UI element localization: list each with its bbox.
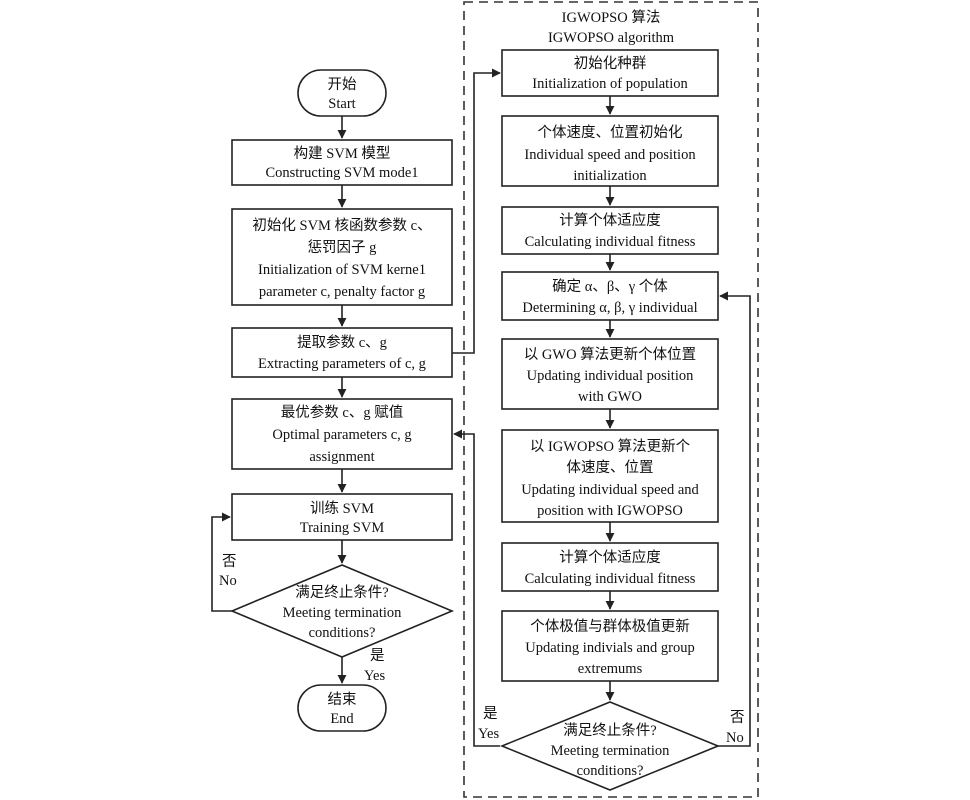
svg-text:满足终止条件?: 满足终止条件? [295,584,388,601]
igwopso-update-box: 以 IGWOPSO 算法更新个 体速度、位置 Updating individu… [501,429,719,523]
svg-text:with GWO: with GWO [578,389,642,405]
svg-text:extremums: extremums [578,661,643,677]
start-terminal: 开始 Start [297,69,387,117]
svg-text:initialization: initialization [573,168,647,184]
determine-individuals-box: 确定 α、β、γ 个体 Determining α, β, γ individu… [501,271,719,321]
svg-text:个体速度、位置初始化: 个体速度、位置初始化 [538,124,683,141]
arrow-left-no-loop [211,512,232,612]
frame-title-en: IGWOPSO algorithm [548,30,675,46]
right-yes-label-cn: 是 [483,706,498,722]
svg-text:Updating indivials and group: Updating indivials and group [525,640,695,656]
svg-text:Calculating individual fitness: Calculating individual fitness [525,571,696,587]
svg-text:惩罚因子 g: 惩罚因子 g [308,239,377,256]
frame-title-cn: IGWOPSO 算法 [562,9,661,26]
right-no-label-cn: 否 [730,710,745,726]
svg-text:Constructing SVM mode1: Constructing SVM mode1 [265,165,418,181]
left-no-label-cn: 否 [222,554,237,570]
left-termination-decision: 满足终止条件? Meeting termination conditions? [229,564,455,658]
extract-params-box: 提取参数 c、g Extracting parameters of c, g [231,327,453,378]
right-termination-decision: 满足终止条件? Meeting termination conditions? [499,701,721,791]
svg-text:Start: Start [328,96,355,112]
svg-text:Extracting parameters of c, g: Extracting parameters of c, g [258,356,426,372]
svg-text:初始化种群: 初始化种群 [574,55,647,72]
calc-fitness-box-2: 计算个体适应度 Calculating individual fitness [501,542,719,592]
svg-text:Updating individual position: Updating individual position [527,368,694,384]
svg-text:初始化 SVM 核函数参数 c、: 初始化 SVM 核函数参数 c、 [252,217,431,234]
svg-text:以 IGWOPSO 算法更新个: 以 IGWOPSO 算法更新个 [530,438,691,455]
svg-text:个体极值与群体极值更新: 个体极值与群体极值更新 [530,618,690,635]
gwo-update-box: 以 GWO 算法更新个体位置 Updating individual posit… [501,338,719,410]
svg-text:结束: 结束 [328,691,357,708]
train-svm-box: 训练 SVM Training SVM [231,493,453,541]
svg-text:确定 α、β、γ 个体: 确定 α、β、γ 个体 [552,278,668,295]
svg-text:开始: 开始 [328,76,357,93]
init-speed-position-box: 个体速度、位置初始化 Individual speed and position… [501,115,719,187]
svg-text:计算个体适应度: 计算个体适应度 [559,548,661,566]
svg-text:以 GWO 算法更新个体位置: 以 GWO 算法更新个体位置 [524,346,696,363]
right-no-label-en: No [726,730,744,746]
svg-text:Meeting termination: Meeting termination [551,743,671,759]
svg-text:Training SVM: Training SVM [300,520,385,536]
svg-text:Calculating individual fitness: Calculating individual fitness [525,234,696,250]
end-terminal: 结束 End [297,684,387,732]
left-yes-label-cn: 是 [370,648,385,664]
svg-text:训练 SVM: 训练 SVM [310,500,374,517]
init-population-box: 初始化种群 Initialization of population [501,49,719,97]
calc-fitness-box-1: 计算个体适应度 Calculating individual fitness [501,206,719,255]
arrow-algorithm-to-assign [453,429,500,747]
construct-svm-box: 构建 SVM 模型 Constructing SVM mode1 [231,139,453,186]
svg-text:parameter c, penalty factor g: parameter c, penalty factor g [259,284,425,300]
svg-text:满足终止条件?: 满足终止条件? [563,722,656,739]
right-yes-label-en: Yes [478,726,499,742]
svg-text:Determining α, β, γ individual: Determining α, β, γ individual [522,300,697,316]
left-yes-label-en: Yes [364,668,385,684]
svg-text:assignment: assignment [309,449,374,465]
svg-text:conditions?: conditions? [309,625,376,641]
svg-text:计算个体适应度: 计算个体适应度 [559,211,661,229]
svg-text:Meeting termination: Meeting termination [283,605,403,621]
svg-text:conditions?: conditions? [577,763,644,779]
svg-text:构建 SVM 模型: 构建 SVM 模型 [294,145,391,162]
left-no-label-en: No [219,573,237,589]
arrow-extract-to-algorithm [452,68,501,354]
arrow-right-no-loop [718,291,751,747]
init-svm-params-box: 初始化 SVM 核函数参数 c、 惩罚因子 g Initialization o… [231,208,453,306]
svg-text:提取参数 c、g: 提取参数 c、g [297,334,387,351]
svg-text:Optimal parameters c, g: Optimal parameters c, g [272,427,411,443]
svg-text:体速度、位置: 体速度、位置 [567,459,654,476]
update-extremums-box: 个体极值与群体极值更新 Updating indivials and group… [501,610,719,682]
svg-text:Initialization of SVM kerne1: Initialization of SVM kerne1 [258,262,426,278]
svg-text:End: End [330,711,354,727]
assign-params-box: 最优参数 c、g 赋值 Optimal parameters c, g assi… [231,398,453,470]
svg-text:Updating individual speed and: Updating individual speed and [521,482,699,498]
svg-text:最优参数 c、g 赋值: 最优参数 c、g 赋值 [281,404,403,421]
igwopso-algorithm-frame [463,1,759,798]
svg-text:Individual speed and position: Individual speed and position [524,147,696,163]
svg-text:position with IGWOPSO: position with IGWOPSO [537,503,683,519]
svg-text:Initialization of population: Initialization of population [532,76,688,92]
